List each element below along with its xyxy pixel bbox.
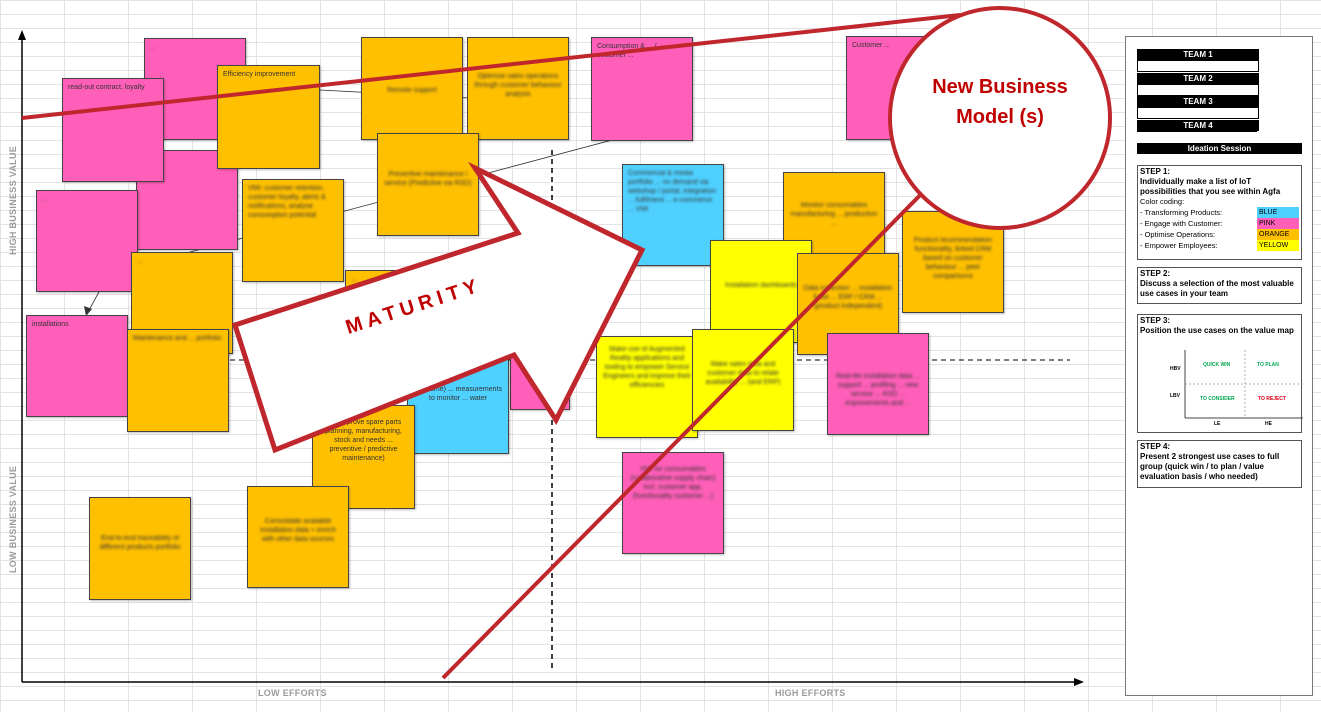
x-axis-low-label: LOW EFFORTS <box>258 688 327 698</box>
sticky-note[interactable]: VMI: customer retention, customer loyalt… <box>242 179 344 282</box>
sticky-note[interactable]: installations <box>26 315 128 417</box>
new-business-model-label: New Business Model (s) <box>932 76 1068 128</box>
step-1-box: STEP 1: Individually make a list of IoT … <box>1137 165 1302 260</box>
step-4-desc: Present 2 strongest use cases to full gr… <box>1140 452 1280 481</box>
to-plan-label: TO PLAN <box>1257 362 1279 368</box>
sticky-note[interactable]: Real-life installation data ... support … <box>827 333 929 435</box>
sticky-note[interactable]: read-out contract, loyalty <box>62 78 164 182</box>
step-1-title: STEP 1: <box>1140 167 1171 176</box>
color-row-pink: - Engage with Customer:PINK <box>1140 218 1299 229</box>
color-row-orange: - Optimise Operations:ORANGE <box>1140 229 1299 240</box>
step-1-desc: Individually make a list of IoT possibil… <box>1140 177 1281 196</box>
team-4-cell[interactable] <box>1137 131 1257 132</box>
to-consider-label: TO CONSIDER <box>1200 396 1235 402</box>
sticky-note[interactable]: ... <box>36 190 138 292</box>
quick-win-label: QUICK WIN <box>1203 362 1231 368</box>
team-3-header: TEAM 3 <box>1137 96 1259 107</box>
step-4-title: STEP 4: <box>1140 442 1171 451</box>
step-3-box: STEP 3: Position the use cases on the va… <box>1137 314 1302 433</box>
step-3-title: STEP 3: <box>1140 316 1171 325</box>
team-3-cell[interactable] <box>1137 107 1259 119</box>
sticky-note[interactable]: Preventive maintenance / service (Predic… <box>377 133 479 236</box>
sticky-note[interactable]: Optimise sales operations through custom… <box>467 37 569 140</box>
hbv-label: HBV <box>1170 366 1181 372</box>
to-reject-label: TO REJECT <box>1258 396 1286 402</box>
color-row-blue: - Transforming Products:BLUE <box>1140 207 1299 218</box>
sticky-note[interactable]: Installation dashboards <box>710 240 812 343</box>
he-label: HE <box>1265 421 1272 427</box>
sticky-note[interactable]: Efficiency improvement <box>217 65 320 169</box>
sticky-note[interactable]: Consolidate available installation data … <box>247 486 349 588</box>
sticky-note[interactable]: Make use of Augmented Reality applicatio… <box>596 336 698 438</box>
team-4-header: TEAM 4 <box>1137 120 1259 131</box>
step-3-desc: Position the use cases on the value map <box>1140 326 1294 335</box>
step-2-title: STEP 2: <box>1140 269 1171 278</box>
sticky-note[interactable]: Remote support <box>361 37 463 140</box>
x-axis-high-label: HIGH EFFORTS <box>775 688 846 698</box>
le-label: LE <box>1214 421 1221 427</box>
team-2-cell[interactable] <box>1137 84 1259 96</box>
color-row-yellow: - Empower Employees:YELLOW <box>1140 240 1299 251</box>
mini-value-matrix <box>1184 350 1303 419</box>
team-1-header: TEAM 1 <box>1137 49 1259 60</box>
sticky-note[interactable]: Make sales data and customer data to rel… <box>692 329 794 431</box>
step-4-box: STEP 4: Present 2 strongest use cases to… <box>1137 440 1302 488</box>
lbv-label: LBV <box>1170 393 1180 399</box>
sticky-note[interactable]: VMI for consumables (collaborative suppl… <box>622 452 724 554</box>
color-coding-label: Color coding: <box>1140 197 1185 206</box>
team-1-cell[interactable] <box>1137 60 1259 72</box>
ideation-session-header: Ideation Session <box>1137 143 1302 154</box>
team-2-header: TEAM 2 <box>1137 73 1259 84</box>
step-2-desc: Discuss a selection of the most valuable… <box>1140 279 1294 298</box>
step-2-box: STEP 2: Discuss a selection of the most … <box>1137 267 1302 304</box>
sticky-note[interactable]: Maintenance and ... portfolio <box>127 329 229 432</box>
sticky-note[interactable]: End-to-end traceability of different pro… <box>89 497 191 600</box>
